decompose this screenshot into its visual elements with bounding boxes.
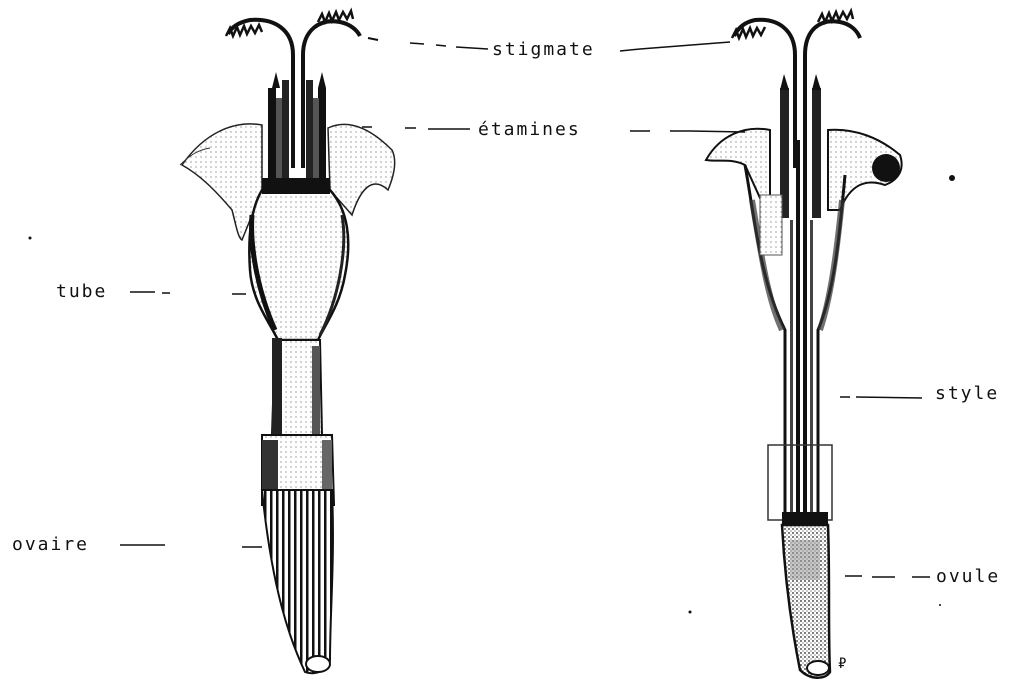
right-ovules — [790, 540, 820, 580]
left-flower — [180, 11, 395, 673]
label-style: style — [935, 384, 999, 404]
left-tube — [249, 190, 348, 340]
right-stamens — [780, 74, 821, 218]
label-tube: tube — [56, 282, 107, 302]
left-stigma-fringe — [226, 11, 353, 36]
corner-mark: ₽ — [838, 654, 846, 674]
right-style — [790, 140, 813, 525]
label-stigmate: stigmate — [492, 40, 595, 60]
right-stigma-fringe — [732, 11, 853, 38]
right-lobe-dark-tip — [872, 154, 900, 182]
label-ovule: ovule — [936, 567, 1000, 587]
left-stamen-base — [262, 178, 330, 194]
label-etamines: étamines — [478, 120, 581, 140]
right-stem-cut — [807, 661, 829, 675]
right-flower — [706, 11, 902, 678]
left-ovary — [262, 490, 333, 673]
label-ovaire: ovaire — [12, 535, 89, 555]
left-stamens — [268, 72, 326, 188]
left-stem-cut — [306, 656, 330, 672]
